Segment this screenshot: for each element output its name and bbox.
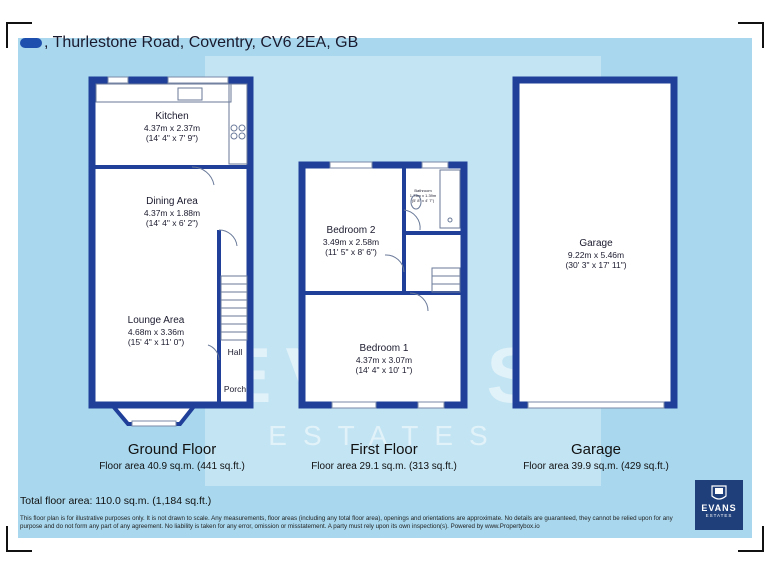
windows bbox=[107, 76, 665, 427]
crop-mark-top-right bbox=[738, 22, 764, 48]
landing-stairs bbox=[431, 267, 461, 293]
lounge-name: Lounge Area bbox=[127, 315, 185, 326]
porch-name: Porch bbox=[223, 384, 247, 394]
first-floor-area: Floor area 29.1 sq.m. (313 sq.ft.) bbox=[311, 461, 457, 472]
crop-mark-bottom-left bbox=[6, 526, 32, 552]
bay-window-glass bbox=[131, 420, 177, 427]
kitchen-sink bbox=[177, 87, 203, 101]
logo-subtext: ESTATES bbox=[705, 513, 733, 518]
bedroom1-metric: 4.37m x 3.07m bbox=[355, 355, 413, 365]
bath-tub bbox=[439, 169, 461, 229]
dining-imperial: (14' 4" x 6' 2") bbox=[145, 218, 199, 229]
first-floor-title: First Floor bbox=[350, 441, 418, 458]
redaction-mark bbox=[20, 37, 42, 48]
bath-plug bbox=[447, 217, 453, 223]
bathroom-window bbox=[421, 161, 449, 169]
address-text: Thurlestone Road, Coventry, CV6 2EA, GB bbox=[52, 34, 359, 51]
bedroom1-name: Bedroom 1 bbox=[359, 343, 409, 354]
bedroom2-door-swing bbox=[384, 254, 405, 273]
garage-floor-area: Floor area 39.9 sq.m. (429 sq.ft.) bbox=[523, 461, 669, 472]
kitchen-worktop-top bbox=[95, 83, 232, 103]
garage-name: Garage bbox=[579, 238, 613, 249]
garage-floor-title: Garage bbox=[570, 441, 622, 458]
ground-floor-area: Floor area 40.9 sq.m. (441 sq.ft.) bbox=[99, 461, 245, 472]
logo-text: EVANS bbox=[701, 503, 737, 513]
garage-interior bbox=[516, 80, 674, 405]
ground-floor-interior bbox=[92, 80, 250, 405]
bedroom1-imperial: (14' 4" x 10' 1") bbox=[355, 365, 413, 376]
room-floors bbox=[92, 80, 674, 424]
fixtures bbox=[95, 83, 461, 361]
bathroom-imperial: (5' 8" x 4' 7") bbox=[411, 197, 435, 203]
bathroom-metric: 1.74m x 1.39m bbox=[409, 192, 437, 198]
porch-door-swing bbox=[207, 344, 220, 361]
watermark-estates: ESTATES bbox=[268, 420, 504, 451]
evans-estates-logo: EVANS ESTATES bbox=[695, 480, 743, 530]
lounge-imperial: (15' 4" x 11' 0") bbox=[127, 337, 185, 348]
hob-ring bbox=[230, 124, 238, 132]
bedroom2-window bbox=[329, 161, 373, 169]
bedroom1-window-left bbox=[331, 401, 377, 409]
bedroom2-imperial: (11' 5" x 8' 6") bbox=[325, 247, 377, 258]
crop-mark-top-left bbox=[6, 22, 32, 48]
room-label-bathroom: Bathroom 1.74m x 1.39m (5' 8" x 4' 7") bbox=[409, 188, 437, 203]
hall-name: Hall bbox=[227, 347, 243, 357]
ground-floor-title: Ground Floor bbox=[127, 441, 217, 458]
bedroom1-door-swing bbox=[409, 292, 429, 312]
garage-metric: 9.22m x 5.46m bbox=[567, 250, 625, 260]
disclaimer-text: This floor plan is for illustrative purp… bbox=[20, 515, 673, 531]
kitchen-metric: 4.37m x 2.37m bbox=[143, 123, 201, 133]
bathroom-name: Bathroom bbox=[414, 188, 432, 193]
first-floor-outer-wall bbox=[298, 161, 468, 409]
room-label-porch: Porch bbox=[224, 384, 246, 394]
hob-ring bbox=[238, 132, 246, 140]
room-label-kitchen: Kitchen 4.37m x 2.37m (14' 4" x 7' 9") bbox=[144, 111, 200, 143]
bedroom1-window-right bbox=[417, 401, 445, 409]
castle-crest-icon bbox=[711, 485, 727, 500]
first-floor-interior bbox=[302, 165, 464, 405]
room-label-bedroom2: Bedroom 2 3.49m x 2.58m (11' 5" x 8' 6") bbox=[323, 225, 379, 257]
bedroom2-name: Bedroom 2 bbox=[326, 225, 376, 236]
hob-ring bbox=[238, 124, 246, 132]
kitchen-name: Kitchen bbox=[155, 111, 189, 122]
kitchen-door-swing bbox=[191, 166, 215, 186]
kitchen-window-left bbox=[107, 76, 129, 84]
toilet bbox=[410, 194, 422, 210]
total-floor-area: Total floor area: 110.0 sq.m. (1,184 sq.… bbox=[20, 495, 212, 507]
room-label-dining: Dining Area 4.37m x 1.88m (14' 4" x 6' 2… bbox=[144, 196, 200, 228]
bathroom-door-swing bbox=[403, 209, 421, 231]
bay-window-floor bbox=[112, 405, 195, 424]
lounge-metric: 4.68m x 3.36m bbox=[127, 327, 185, 337]
kitchen-worktop-side bbox=[228, 83, 248, 165]
garage-door bbox=[527, 401, 665, 409]
room-label-hall: Hall bbox=[228, 347, 243, 357]
crop-mark-bottom-right bbox=[738, 526, 764, 552]
hall-door-swing bbox=[218, 229, 238, 247]
garage-imperial: (30' 3" x 17' 11") bbox=[565, 260, 627, 271]
dining-name: Dining Area bbox=[146, 196, 198, 207]
title-prefix: , bbox=[44, 34, 53, 51]
dining-metric: 4.37m x 1.88m bbox=[143, 208, 201, 218]
room-label-garage: Garage 9.22m x 5.46m (30' 3" x 17' 11") bbox=[565, 238, 626, 270]
address-title: , Thurlestone Road, Coventry, CV6 2EA, G… bbox=[20, 34, 358, 52]
room-label-lounge: Lounge Area 4.68m x 3.36m (15' 4" x 11' … bbox=[128, 315, 185, 347]
room-label-bedroom1: Bedroom 1 4.37m x 3.07m (14' 4" x 10' 1"… bbox=[355, 343, 412, 375]
kitchen-imperial: (14' 4" x 7' 9") bbox=[145, 133, 199, 144]
kitchen-window-right bbox=[167, 76, 229, 84]
hob-ring bbox=[230, 132, 238, 140]
bedroom2-metric: 3.49m x 2.58m bbox=[322, 237, 380, 247]
